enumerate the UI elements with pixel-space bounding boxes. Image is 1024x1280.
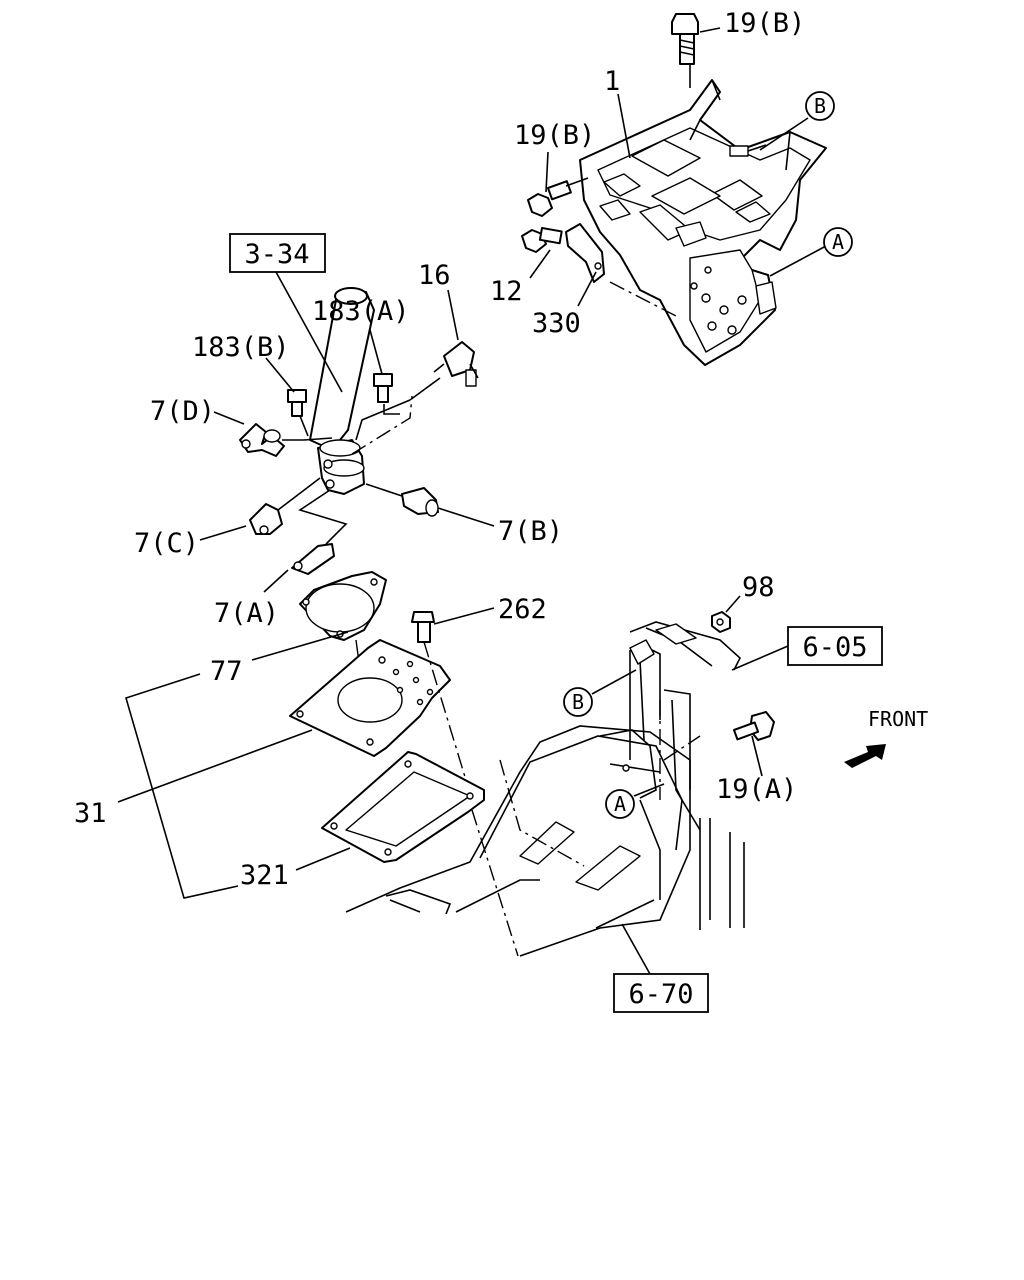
ref-6-70-text: 6-70 [628, 979, 693, 1010]
label-19a: 19(A) [716, 774, 797, 805]
label-7a: 7(A) [214, 598, 279, 629]
label-321: 321 [240, 860, 289, 891]
leader-lines [117, 27, 827, 975]
gasket-321 [321, 751, 485, 863]
svg-text:A: A [614, 792, 626, 816]
label-1: 1 [604, 66, 620, 97]
fitting-7d [239, 423, 304, 457]
marker-a-top: A [823, 227, 853, 257]
label-77: 77 [210, 656, 243, 687]
label-7b: 7(B) [498, 516, 563, 547]
plate-stack [289, 571, 519, 957]
label-7c: 7(C) [134, 528, 199, 559]
front-label: FRONT [868, 707, 928, 731]
svg-text:B: B [572, 690, 584, 714]
label-19b-left: 19(B) [514, 120, 595, 151]
label-16: 16 [418, 260, 451, 291]
gasket-77 [299, 571, 387, 641]
bolt-12 [521, 226, 563, 253]
screw-183b [287, 389, 309, 437]
bracket-assembly [521, 13, 827, 366]
label-12: 12 [490, 276, 523, 307]
ref-box-6-70: 6-70 [613, 973, 709, 1013]
label-19b-top: 19(B) [724, 8, 805, 39]
label-7d: 7(D) [150, 396, 215, 427]
ref-box-6-05: 6-05 [787, 626, 883, 666]
marker-b-top: B [805, 91, 835, 121]
bracket-body [579, 79, 827, 366]
ref-3-34-text: 3-34 [244, 239, 309, 270]
front-indicator: FRONT [844, 707, 928, 768]
svg-text:A: A [832, 230, 844, 254]
switch-16 [433, 341, 479, 387]
label-98: 98 [742, 572, 775, 603]
label-183a: 183(A) [312, 296, 410, 327]
fitting-7a [291, 489, 348, 575]
floor-panel [345, 611, 775, 957]
screw-262 [411, 611, 473, 801]
plate-31 [289, 639, 451, 757]
label-262: 262 [498, 594, 547, 625]
svg-text:B: B [814, 94, 826, 118]
label-183b: 183(B) [192, 332, 290, 363]
label-31: 31 [74, 798, 107, 829]
ref-box-3-34: 3-34 [229, 233, 326, 273]
bolt-19a [732, 711, 775, 741]
bolt-19b-top [671, 13, 699, 88]
screw-183a [373, 373, 393, 403]
label-330: 330 [532, 308, 581, 339]
fitting-7b [365, 483, 439, 517]
ref-6-05-text: 6-05 [802, 632, 867, 663]
front-direction-arrow-icon [844, 744, 886, 768]
valve-assembly [239, 287, 479, 575]
marker-a-bottom: A [605, 789, 635, 819]
bracket-330 [565, 223, 605, 283]
marker-b-bottom: B [563, 687, 593, 717]
fitting-7c [249, 477, 321, 535]
bolt-19b-left [527, 177, 589, 217]
nut-98 [711, 611, 731, 633]
